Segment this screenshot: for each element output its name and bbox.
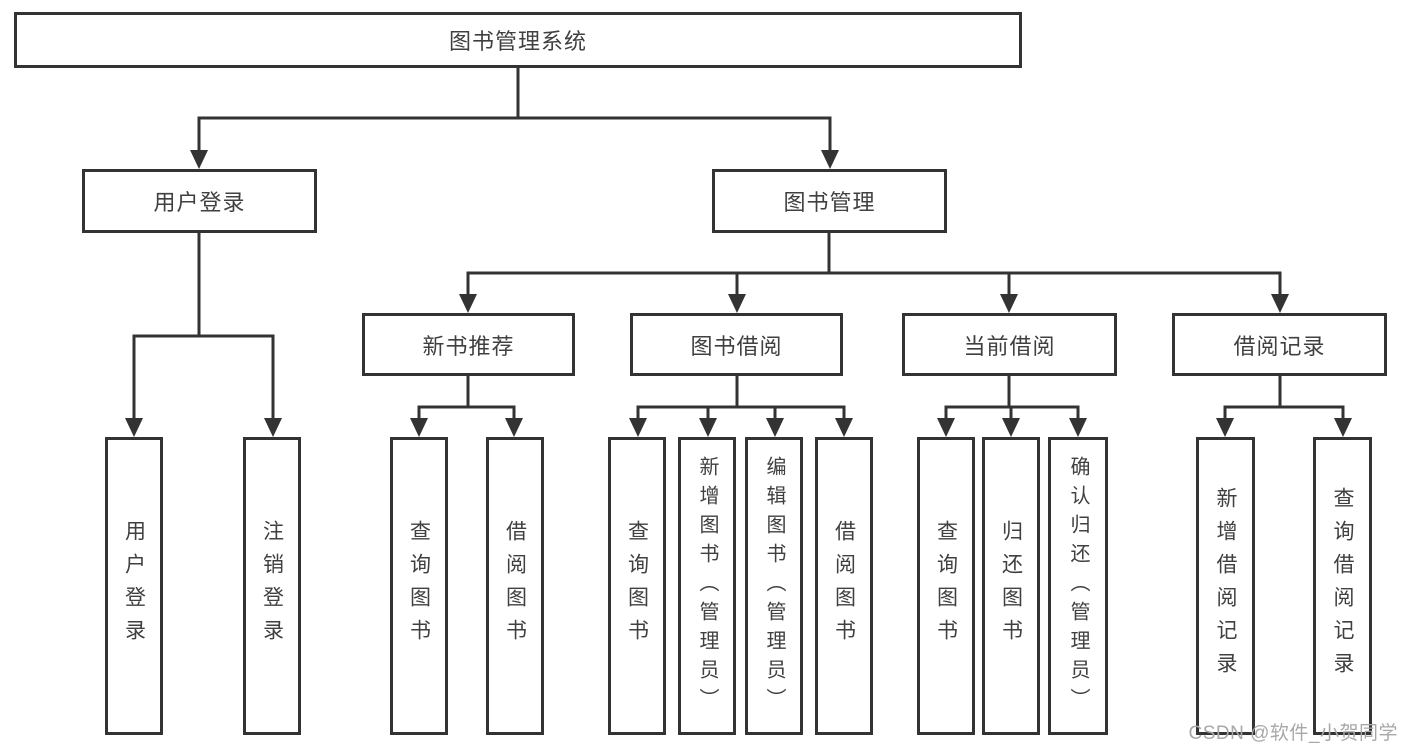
node-book-management: 图书管理	[712, 169, 947, 233]
leaf-query-borrowing-record: 查询借阅记录	[1313, 437, 1372, 735]
leaf-recommend-query-books: 查询图书	[390, 437, 448, 735]
node-book-borrowing: 图书借阅	[630, 313, 843, 376]
node-user-login: 用户登录	[82, 169, 317, 233]
csdn-watermark: CSDN @软件_小贺同学	[1188, 723, 1398, 744]
leaf-user-login: 用户登录	[105, 437, 163, 735]
node-borrowing-records: 借阅记录	[1172, 313, 1387, 376]
leaf-borrowing-query-books: 查询图书	[608, 437, 666, 735]
leaf-logout: 注销登录	[243, 437, 301, 735]
node-library-management-system: 图书管理系统	[14, 12, 1022, 68]
leaf-return-books: 归还图书	[982, 437, 1040, 735]
node-new-book-recommendation: 新书推荐	[362, 313, 575, 376]
leaf-add-borrowing-record: 新增借阅记录	[1196, 437, 1255, 735]
leaf-add-books-admin: 新增图书（管理员）	[678, 437, 736, 735]
node-current-borrowing: 当前借阅	[902, 313, 1117, 376]
leaf-current-query-books: 查询图书	[917, 437, 975, 735]
leaf-borrowing-borrow-books: 借阅图书	[815, 437, 873, 735]
leaf-recommend-borrow-books: 借阅图书	[486, 437, 544, 735]
leaf-confirm-return-admin: 确认归还（管理员）	[1048, 437, 1108, 735]
leaf-edit-books-admin: 编辑图书（管理员）	[745, 437, 803, 735]
